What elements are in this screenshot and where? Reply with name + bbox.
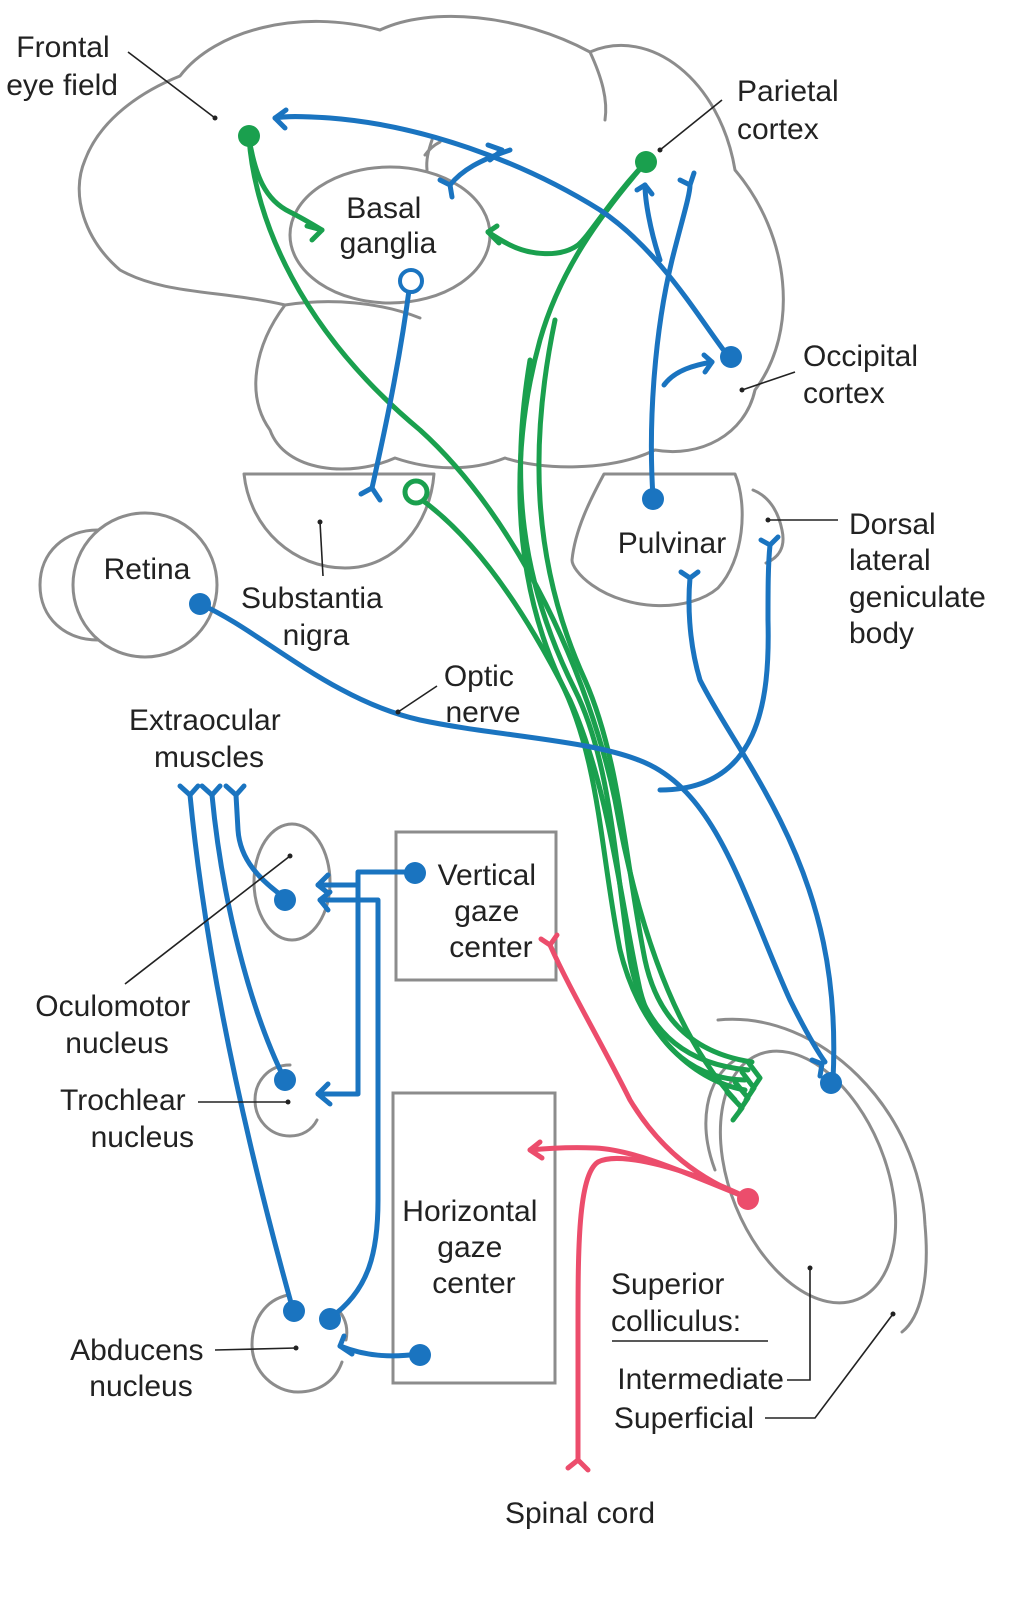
pulvinar-neuron xyxy=(642,488,664,510)
superior-colliculus-superficial-layer xyxy=(716,1017,928,1334)
pulvinar-branch-parietal xyxy=(642,182,663,263)
colliculus-to-spinal-cord-axon xyxy=(575,1156,751,1463)
label-superficial: Superficial xyxy=(614,1402,754,1435)
substantia-nigra-outline xyxy=(242,472,436,570)
abducens-motor-neuron xyxy=(283,1300,305,1322)
trochlear-nucleus-outline xyxy=(253,1063,319,1138)
colliculus-input-fiber-1 xyxy=(518,357,751,1073)
label-horizontal-gaze-center: Horizontal gaze center xyxy=(402,1195,545,1300)
occipital-to-fef-axon xyxy=(272,114,731,359)
vertical-gaze-center-box xyxy=(394,830,558,982)
label-intermediate: Intermediate xyxy=(617,1363,784,1396)
colliculus-to-horizontal-gaze-axon xyxy=(527,1145,751,1201)
superior-colliculus-intermediate-layer xyxy=(718,1049,898,1305)
label-spinal-cord: Spinal cord xyxy=(505,1497,655,1530)
parietal-cortex-neuron xyxy=(635,151,657,173)
oculomotor-nerve-axon xyxy=(233,792,288,901)
eye-cornea-outline xyxy=(38,528,100,642)
abducens-nerve-axon xyxy=(187,792,296,1313)
horizontal-gaze-center-neuron xyxy=(409,1344,431,1366)
abducens-interneuron xyxy=(319,1308,341,1330)
occipital-cortex-neuron xyxy=(720,346,742,368)
pulvinar-to-parietal-axon xyxy=(648,182,693,500)
frontal-eye-field-neuron xyxy=(238,125,260,147)
blue-pathways xyxy=(177,107,842,1366)
cortical-branch-to-basal-ganglia xyxy=(447,147,513,188)
medial-longitudinal-fasciculus-axon xyxy=(317,897,381,1321)
leader-lines xyxy=(124,51,896,1419)
basal-ganglia-neuron xyxy=(398,268,424,294)
optic-nerve-to-lgn-axon xyxy=(657,542,773,793)
fef-to-colliculus-axon xyxy=(246,135,738,1103)
label-dorsal-lateral-geniculate-body: Dorsal lateral geniculate body xyxy=(849,508,994,650)
abducens-nucleus-outline-arc xyxy=(338,1310,349,1342)
abducens-nucleus-outline xyxy=(250,1293,344,1394)
label-superior-colliculus: Superior colliculus: xyxy=(611,1268,741,1338)
pulvinar-outline xyxy=(570,472,744,608)
superior-colliculus-superficial-neuron xyxy=(820,1072,842,1094)
brain-sulcus-3 xyxy=(588,50,608,122)
colliculus-input-fiber-2 xyxy=(536,317,755,1065)
optic-nerve-to-colliculus-axon xyxy=(197,601,828,1065)
brain-sulcus-1 xyxy=(425,138,434,172)
oculomotor-neuron xyxy=(274,889,296,911)
label-vertical-gaze-center: Vertical gaze center xyxy=(438,859,545,964)
green-pathways xyxy=(238,125,763,1123)
dorsal-lgn-outline xyxy=(751,488,785,565)
label-occipital-cortex: Occipital cortex xyxy=(803,340,926,410)
label-parietal-cortex: Parietal cortex xyxy=(737,75,847,146)
anatomy-outlines xyxy=(38,14,928,1394)
label-retina: Retina xyxy=(104,553,191,586)
red-pathways xyxy=(527,932,759,1473)
oculomotor-nucleus-outline xyxy=(252,822,332,942)
label-oculomotor-nucleus: Oculomotor nucleus xyxy=(35,990,198,1060)
parietal-to-basal-ganglia-axon xyxy=(485,159,649,257)
trochlear-neuron xyxy=(274,1069,296,1091)
basal-ganglia-to-substantia-nigra-axon xyxy=(369,280,413,491)
label-substantia-nigra: Substantia nigra xyxy=(241,582,391,652)
label-optic-nerve: Optic nerve xyxy=(444,660,522,729)
horizontal-gaze-center-box xyxy=(391,1091,557,1385)
label-extraocular-muscles: Extraocular muscles xyxy=(129,704,289,774)
label-frontal-eye-field: Frontal eye field xyxy=(6,31,118,102)
colliculus-to-pulvinar-axon xyxy=(686,575,837,1083)
retina-outline xyxy=(71,511,219,659)
vertical-gaze-to-oculomotor-axon xyxy=(315,869,415,1097)
labels: Frontal eye field Parietal cortex Basal … xyxy=(6,31,994,1530)
superior-colliculus-intermediate-neuron xyxy=(737,1188,759,1210)
fef-to-basal-ganglia-axon xyxy=(246,135,325,233)
pulvinar-branch-occipital xyxy=(661,359,715,388)
label-trochlear-nucleus: Trochlear nucleus xyxy=(60,1084,194,1154)
brain-outline xyxy=(77,14,785,471)
vertical-gaze-center-neuron xyxy=(404,862,426,884)
label-abducens-nucleus: Abducens nucleus xyxy=(70,1334,212,1403)
label-pulvinar: Pulvinar xyxy=(618,527,726,560)
substantia-nigra-to-colliculus-axon xyxy=(419,497,748,1083)
trochlear-nerve-axon xyxy=(209,792,288,1083)
substantia-nigra-neuron xyxy=(402,478,430,506)
brain-sulcus-2 xyxy=(423,140,442,157)
label-basal-ganglia: Basal ganglia xyxy=(340,192,437,260)
retina-ganglion-neuron xyxy=(189,593,211,615)
